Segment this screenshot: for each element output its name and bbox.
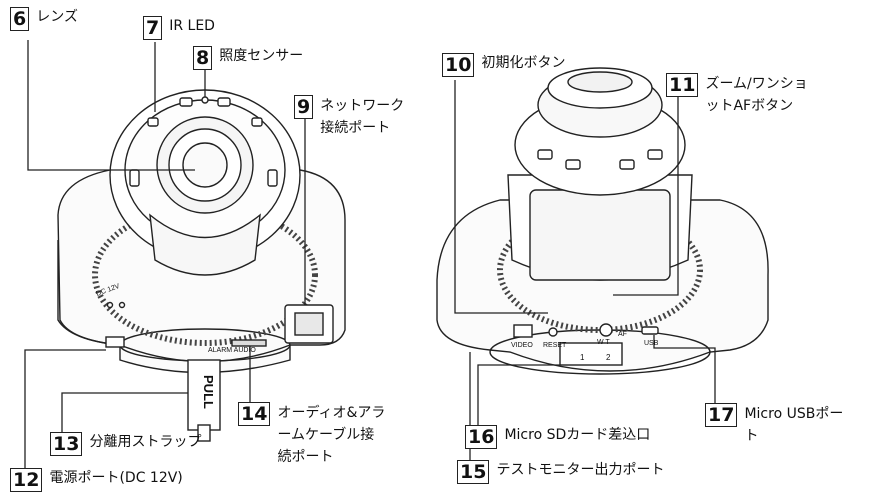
callout-13-detach-strap: 13 分離用ストラップ (50, 432, 201, 456)
callout-number: 11 (666, 73, 699, 97)
af-marking: AF (618, 331, 627, 338)
callout-9-network-port: 9 ネットワーク 接続ポート (294, 95, 404, 139)
callout-15-test-monitor-port: 15 テストモニター出力ポート (457, 460, 664, 484)
right-camera (436, 67, 769, 375)
callout-12-power-port: 12 電源ポート(DC 12V) (10, 468, 183, 492)
callout-label: ズーム/ワンショ ットAFボタン (705, 76, 808, 114)
callout-7-ir-led: 7 IR LED (143, 16, 215, 40)
callout-17-micro-usb-port: 17 Micro USBポー ト (705, 403, 843, 447)
sd-slot1-marking: 1 (580, 353, 585, 362)
callout-number: 13 (50, 432, 83, 456)
callout-label: 電源ポート(DC 12V) (49, 470, 183, 486)
callout-label: Micro USBポー ト (744, 406, 844, 444)
callout-number: 16 (465, 425, 498, 449)
leader-lines (24, 40, 716, 469)
callout-label: ネットワーク 接続ポート (320, 98, 405, 136)
callout-label: オーディオ&アラ ームケーブル接 続ポート (277, 405, 386, 465)
callout-number: 15 (457, 460, 490, 484)
alarm-audio-marking: ALARM AUDIO (208, 347, 256, 354)
callout-10-reset-button: 10 初期化ボタン (442, 53, 565, 77)
reset-marking: RESET (543, 342, 567, 349)
wt-marking: W T (597, 339, 610, 346)
video-marking: VIDEO (511, 342, 533, 349)
callout-number: 14 (238, 402, 271, 426)
usb-marking: USB (644, 340, 659, 347)
callout-number: 17 (705, 403, 738, 427)
callout-label: 照度センサー (219, 48, 304, 64)
callout-label: Micro SDカード差込口 (504, 427, 651, 443)
callout-number: 10 (442, 53, 475, 77)
callout-14-audio-alarm-port: 14 オーディオ&アラ ームケーブル接 続ポート (238, 402, 385, 468)
pull-marking: PULL (201, 375, 216, 409)
callout-11-zoom-af-button: 11 ズーム/ワンショ ットAFボタン (666, 73, 808, 117)
callout-label: 分離用ストラップ (89, 434, 202, 450)
callout-6-lens: 6 レンズ (10, 7, 78, 31)
left-camera (57, 89, 346, 442)
callout-number: 8 (193, 46, 213, 70)
callout-number: 7 (143, 16, 163, 40)
callout-16-sd-slot: 16 Micro SDカード差込口 (465, 425, 650, 449)
callout-number: 12 (10, 468, 43, 492)
callout-label: テストモニター出力ポート (496, 462, 665, 478)
callout-8-light-sensor: 8 照度センサー (193, 46, 303, 70)
callout-label: IR LED (169, 18, 215, 34)
callout-label: レンズ (36, 9, 78, 25)
callout-label: 初期化ボタン (481, 55, 566, 71)
callout-number: 6 (10, 7, 30, 31)
callout-number: 9 (294, 95, 314, 119)
sd-slot2-marking: 2 (606, 353, 611, 362)
